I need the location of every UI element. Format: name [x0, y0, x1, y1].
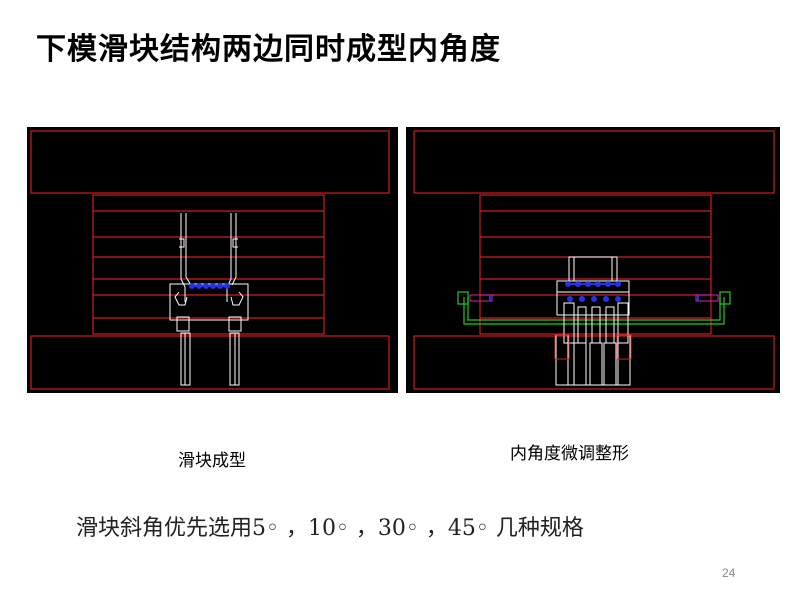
side-screw-heads [489, 295, 699, 301]
slider-guides-red [554, 334, 632, 360]
upper-punch [568, 256, 618, 282]
die-plates [30, 130, 390, 390]
cad-drawing-left [30, 130, 390, 390]
slider-block [169, 283, 249, 321]
angle-spec-note: 滑块斜角优先选用5◦ ，10◦ ，30◦ ，45◦ 几种规格 [76, 516, 584, 541]
stripper-stack [92, 194, 325, 335]
punch-and-slider [555, 256, 631, 386]
upper-die-plate [30, 130, 390, 194]
cad-drawing-right [413, 130, 775, 390]
upper-die-plate [413, 130, 775, 194]
cam-guide-green [457, 291, 731, 325]
lower-die-plate [413, 335, 775, 390]
stripper-stack [479, 194, 712, 335]
caption-slider-forming: 滑块成型 [178, 451, 246, 471]
side-screws [469, 294, 719, 302]
lower-die-plate [30, 335, 390, 390]
diagram-slider-forming [27, 127, 398, 393]
slide-title: 下模滑块结构两边同时成型内角度 [36, 32, 501, 67]
punch-and-slider [169, 213, 249, 386]
screw-row-blue [189, 283, 230, 289]
caption-angle-adjust: 内角度微调整形 [510, 444, 629, 464]
diagram-angle-adjust [406, 127, 780, 393]
page-number: 24 [722, 566, 736, 580]
screw-row-blue [565, 281, 621, 302]
die-plates [413, 130, 775, 390]
slider-block [556, 280, 630, 316]
